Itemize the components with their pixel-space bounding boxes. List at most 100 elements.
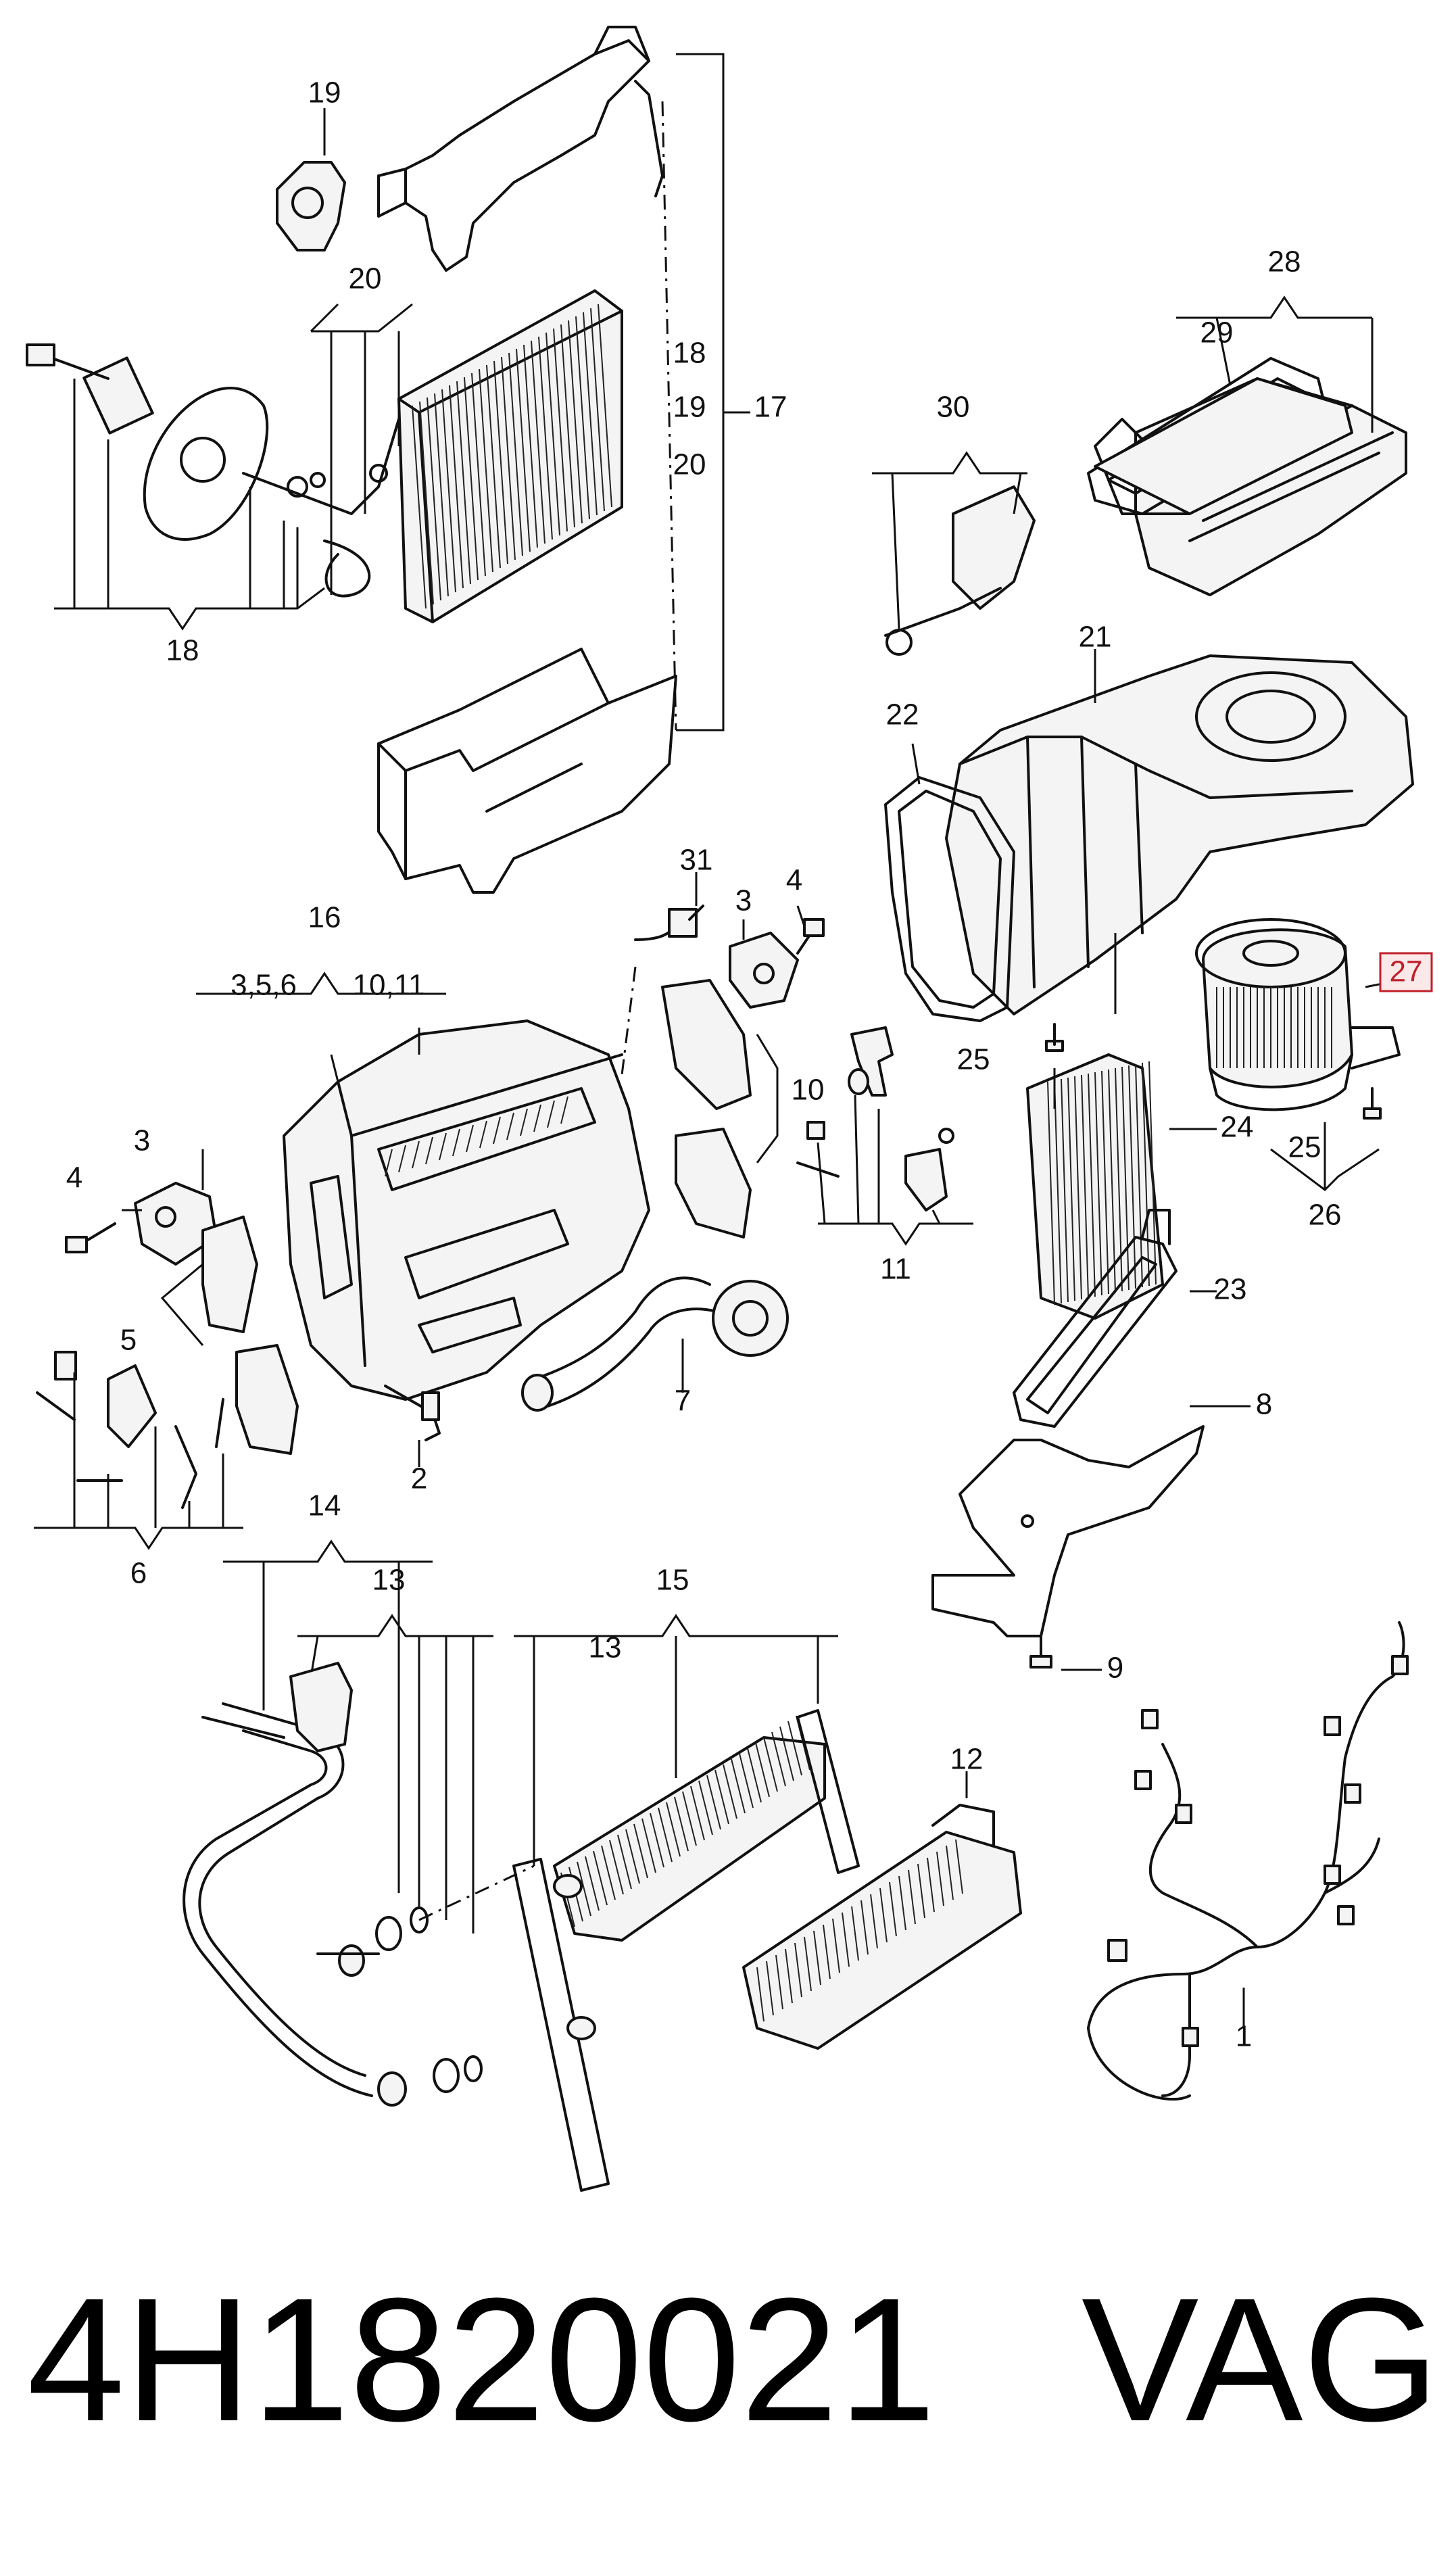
callout-20-side: 20 (673, 448, 706, 481)
callout-1: 1 (1236, 2020, 1252, 2053)
leaders-16 (330, 1028, 420, 1082)
coolant-lines (183, 1702, 407, 2107)
linkage-5-upper (201, 1216, 258, 1333)
leaders-13-left (310, 1635, 475, 1934)
heater-core (512, 1709, 860, 2192)
blower-motor (1195, 918, 1401, 1111)
callout-20-top: 20 (349, 262, 382, 295)
fresh-air-flap (884, 485, 1036, 656)
expansion-valve-assembly (26, 343, 400, 598)
callout-14: 14 (308, 1489, 341, 1522)
callout-11: 11 (880, 1253, 911, 1286)
callout-23: 23 (1214, 1273, 1247, 1306)
bracket-11 (818, 1222, 973, 1246)
callout-18-side: 18 (673, 337, 706, 370)
bracket-5 (160, 1156, 204, 1346)
bracket-28 (1176, 295, 1372, 319)
callout-5: 5 (120, 1324, 137, 1357)
screw-4-left (65, 1222, 116, 1253)
callout-2: 2 (411, 1462, 427, 1495)
callout-27: 27 (1390, 955, 1423, 988)
bracket-20 (310, 303, 413, 333)
filter-cover (1013, 1209, 1178, 1428)
leaders-14 (262, 1562, 400, 1893)
callout-10: 10 (792, 1074, 825, 1107)
callout-22: 22 (886, 698, 919, 731)
linkage-6-arm (36, 1351, 224, 1509)
screw-9 (1029, 1635, 1052, 1668)
callout-25-right: 25 (1288, 1131, 1321, 1164)
screw-25-left (1045, 1023, 1064, 1052)
callout-3-left: 3 (134, 1124, 150, 1157)
clip-2 (384, 1385, 441, 1441)
screw-25-right (1363, 1087, 1382, 1120)
callout-4-right: 4 (786, 864, 802, 897)
duct-seal (884, 776, 1015, 1022)
callout-13-left: 13 (372, 1564, 406, 1597)
callout-26: 26 (1309, 1199, 1342, 1232)
recirculation-flap (1094, 377, 1353, 515)
bracket-17 (676, 53, 725, 731)
callout-18: 18 (166, 634, 199, 667)
wiring-harness (1087, 1621, 1409, 2101)
bracket-13-left (297, 1614, 493, 1637)
clips-11 (796, 1026, 954, 1211)
dash-line-core (418, 1865, 535, 1921)
leaders-3-4-right (742, 905, 806, 940)
bracket-25-26 (1270, 1122, 1380, 1191)
bracket-clip (276, 161, 346, 251)
screw-4-right (796, 918, 825, 955)
evaporator-housing-lower (377, 648, 677, 894)
flap-linkage-10 (661, 979, 752, 1239)
bracket-10 (756, 1034, 779, 1163)
callout-13-mid: 13 (589, 1631, 622, 1664)
callout-4-left: 4 (66, 1161, 82, 1195)
servo-motor-3-right (729, 932, 799, 1009)
leaders-18 (73, 379, 299, 608)
callout-17: 17 (754, 391, 787, 424)
brand-label: VAG (1082, 2262, 1440, 2458)
callout-15: 15 (656, 1564, 689, 1597)
pipe-clamp-13 (289, 1662, 353, 1752)
callout-16: 16 (308, 901, 341, 934)
sensor-31 (621, 905, 704, 1076)
bracket-15 (514, 1614, 838, 1637)
callout-8: 8 (1256, 1388, 1272, 1421)
callout-12: 12 (950, 1743, 984, 1776)
callout-6: 6 (130, 1557, 147, 1590)
callout-16-sub-a: 3,5,6 (230, 969, 297, 1002)
leaders-30 (891, 473, 1022, 629)
bracket-16 (196, 971, 446, 995)
leader-22 (911, 743, 921, 785)
ptc-heater (742, 1804, 1022, 2050)
highlight-box-27 (1379, 952, 1433, 992)
callout-25-left: 25 (957, 1043, 990, 1076)
callout-29: 29 (1200, 316, 1234, 350)
heater-housing (283, 1019, 650, 1401)
callout-21: 21 (1079, 621, 1112, 654)
leaders-15 (533, 1636, 819, 1866)
bracket-14 (223, 1539, 433, 1563)
cabin-filter (1026, 1053, 1164, 1320)
callout-3-right: 3 (735, 884, 752, 917)
callout-24: 24 (1221, 1111, 1254, 1144)
callout-16-sub-b: 10,11 (353, 969, 425, 1002)
leaders-6 (73, 1372, 224, 1528)
bracket-18 (54, 587, 325, 631)
leaders-20 (330, 331, 400, 595)
duct-hose-7 (521, 1276, 789, 1412)
callout-31: 31 (680, 844, 713, 877)
leaders-11 (817, 1095, 941, 1224)
callout-9: 9 (1107, 1652, 1123, 1685)
dash-line-evaporator (661, 101, 677, 731)
evaporator-core (397, 289, 623, 623)
part-number-label: 4H1820021 (27, 2262, 936, 2458)
leaders-28 (1215, 317, 1374, 433)
lever-6 (107, 1364, 157, 1448)
blower-housing (945, 654, 1414, 1015)
o-rings-13 (375, 1906, 483, 2093)
cover-plate (931, 1425, 1205, 1637)
callout-7: 7 (675, 1385, 691, 1418)
bracket-6 (34, 1527, 243, 1550)
